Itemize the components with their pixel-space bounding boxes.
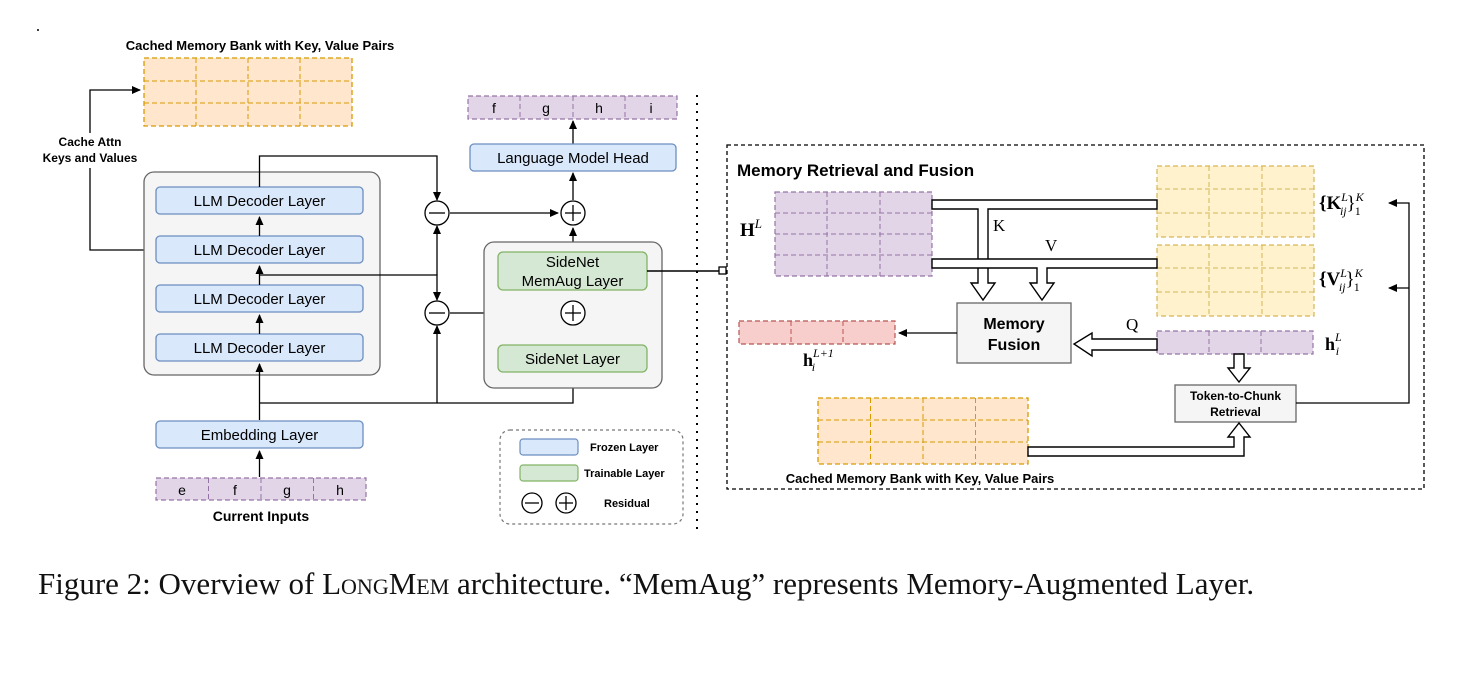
decoder-layer-4-label: LLM Decoder Layer bbox=[194, 193, 326, 210]
sidenet-memaug-layer: SideNet MemAug Layer bbox=[497, 251, 648, 291]
lm-head-label: Language Model Head bbox=[497, 150, 649, 167]
query-to-retrieval-arrow bbox=[1226, 353, 1252, 384]
output-token-1: f bbox=[492, 100, 496, 116]
sidenet-memaug-line2: MemAug Layer bbox=[522, 273, 624, 290]
bottom-memory-bank bbox=[817, 397, 1029, 465]
input-token-3: g bbox=[283, 482, 291, 498]
bottom-bank-caption: Cached Memory Bank with Key, Value Pairs bbox=[786, 471, 1055, 486]
memory-fusion-line2: Fusion bbox=[988, 337, 1040, 354]
cache-attn-arrow bbox=[89, 90, 156, 251]
retrieval-to-kv-arrows bbox=[1296, 199, 1410, 404]
residual-subtract-top bbox=[424, 200, 450, 226]
current-inputs-label: Current Inputs bbox=[213, 508, 310, 524]
input-token-1: e bbox=[178, 482, 186, 498]
architecture-diagram: Cached Memory Bank with Key, Value Pairs… bbox=[37, 29, 1425, 530]
cached-keys-grid bbox=[1156, 165, 1315, 238]
decoder-layer-1-label: LLM Decoder Layer bbox=[194, 340, 326, 357]
decoder-layer-4: LLM Decoder Layer bbox=[155, 186, 364, 215]
hidden-states-label: HL bbox=[740, 216, 762, 241]
v-label: V bbox=[1045, 236, 1058, 255]
legend-frozen-label: Frozen Layer bbox=[590, 442, 659, 454]
memaug-zoom-connector bbox=[647, 266, 727, 275]
embedding-layer-label: Embedding Layer bbox=[201, 427, 319, 444]
cache-bank-title: Cached Memory Bank with Key, Value Pairs bbox=[126, 38, 395, 53]
query-flow-arrow bbox=[1072, 331, 1158, 358]
retrieval-line2: Retrieval bbox=[1210, 405, 1261, 419]
cache-attn-label-line1: Cache Attn bbox=[59, 135, 122, 149]
key-flow-arrow bbox=[931, 199, 1158, 302]
decoder-layer-3-label: LLM Decoder Layer bbox=[194, 242, 326, 259]
cache-attn-label-line2: Keys and Values bbox=[43, 151, 138, 165]
residual-add-top bbox=[560, 200, 586, 226]
output-tokens: f g h i bbox=[467, 95, 678, 120]
value-flow-arrow bbox=[931, 258, 1158, 302]
sidenet-layer-label: SideNet Layer bbox=[525, 351, 620, 368]
output-token-3: h bbox=[595, 100, 603, 116]
legend-subtract-icon bbox=[521, 492, 543, 514]
decoder-layer-3: LLM Decoder Layer bbox=[155, 235, 364, 264]
k-label: K bbox=[993, 216, 1006, 235]
figure-caption: Figure 2: Overview of LongMem architectu… bbox=[38, 566, 1458, 602]
caption-model-name: LongMem bbox=[322, 566, 450, 601]
decoder-layer-2-label: LLM Decoder Layer bbox=[194, 291, 326, 308]
memory-fusion-line1: Memory bbox=[983, 316, 1044, 333]
residual-subtract-bottom bbox=[424, 300, 450, 326]
legend-add-icon bbox=[555, 492, 577, 514]
legend: Frozen Layer Trainable Layer Residual bbox=[499, 429, 684, 525]
sidenet-layer: SideNet Layer bbox=[497, 344, 648, 373]
memory-fusion-box: Memory Fusion bbox=[956, 302, 1072, 364]
legend-residual-label: Residual bbox=[604, 498, 650, 510]
sidenet-memaug-line1: SideNet bbox=[546, 254, 600, 271]
output-token-4: i bbox=[649, 100, 652, 116]
input-tokens: e f g h bbox=[155, 477, 367, 501]
legend-trainable-swatch bbox=[519, 464, 579, 482]
input-token-2: f bbox=[233, 482, 237, 498]
cached-values-grid bbox=[1156, 244, 1315, 317]
stray-dot bbox=[37, 29, 39, 31]
legend-trainable-label: Trainable Layer bbox=[584, 468, 665, 480]
hidden-states-grid bbox=[774, 191, 933, 277]
decoder-layer-2: LLM Decoder Layer bbox=[155, 284, 364, 313]
retrieval-line1: Token-to-Chunk bbox=[1190, 389, 1281, 403]
retrieval-panel-title: Memory Retrieval and Fusion bbox=[737, 161, 974, 180]
query-tokens bbox=[1156, 330, 1314, 355]
residual-add-bottom bbox=[560, 300, 586, 326]
input-token-4: h bbox=[336, 482, 344, 498]
fused-output-tokens bbox=[738, 320, 896, 345]
decoder-layer-1: LLM Decoder Layer bbox=[155, 333, 364, 362]
output-token-2: g bbox=[542, 100, 550, 116]
embedding-layer: Embedding Layer bbox=[155, 420, 364, 449]
legend-frozen-swatch bbox=[519, 438, 579, 456]
top-memory-bank bbox=[143, 57, 353, 127]
caption-prefix: Figure 2: Overview of bbox=[38, 566, 323, 601]
q-label: Q bbox=[1126, 315, 1138, 334]
token-to-chunk-retrieval-box: Token-to-Chunk Retrieval bbox=[1174, 384, 1297, 423]
caption-suffix: architecture. “MemAug” represents Memory… bbox=[449, 566, 1255, 601]
bank-to-retrieval-arrow bbox=[1027, 421, 1252, 457]
language-model-head: Language Model Head bbox=[469, 143, 677, 172]
